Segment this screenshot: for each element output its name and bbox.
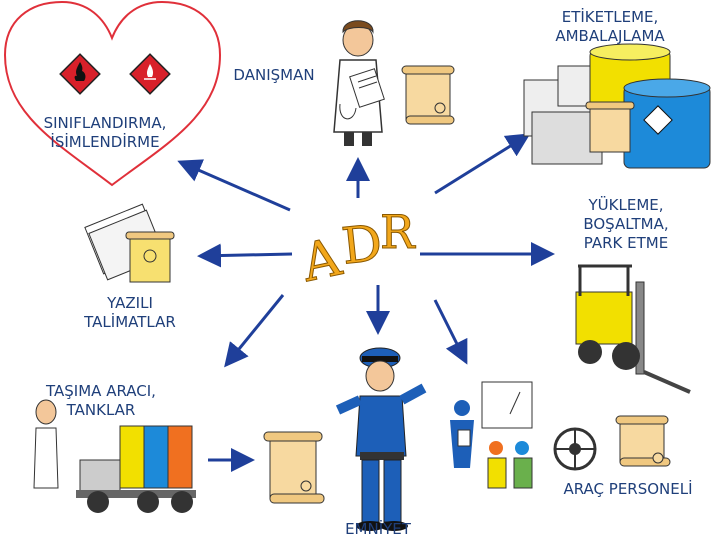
label-emniyet: EMNİYET <box>328 520 428 539</box>
forklift-icon <box>575 264 691 394</box>
label-yazili-line2: TALİMATLAR <box>84 313 176 331</box>
scroll-icon <box>263 431 325 504</box>
label-tasima-line2: TANKLAR <box>66 401 136 419</box>
svg-text:A: A <box>296 227 348 294</box>
heart-icon <box>3 0 222 187</box>
label-tasima: TAŞIMA ARACI, TANKLAR <box>26 382 176 420</box>
label-etiketleme-line2: AMBALAJLAMA <box>555 27 665 45</box>
label-etiketleme-line1: ETİKETLEME, <box>561 8 659 26</box>
label-danisman-line1: DANIŞMAN <box>233 66 315 84</box>
flammable-label-icon <box>129 53 171 95</box>
presenter-icon <box>450 381 533 489</box>
consultant-icon <box>333 20 385 146</box>
notebook-icon <box>84 203 175 283</box>
label-yukleme-line1: YÜKLEME, <box>588 196 664 214</box>
arrow-to-tasima <box>224 294 285 368</box>
label-personel: ARAÇ PERSONELİ <box>548 480 708 499</box>
label-yukleme: YÜKLEME, BOŞALTMA, PARK ETME <box>566 196 686 253</box>
adr-title: A D R <box>296 205 417 295</box>
tank-truck-icon <box>33 399 196 513</box>
label-danisman: DANIŞMAN <box>222 66 326 85</box>
label-personel-line1: ARAÇ PERSONELİ <box>563 480 693 498</box>
arrow-to-etiketleme <box>434 133 531 195</box>
svg-text:R: R <box>380 205 416 259</box>
label-tasima-line1: TAŞIMA ARACI, <box>46 382 156 400</box>
flammable-label-icon <box>59 53 101 95</box>
label-etiketleme: ETİKETLEME, AMBALAJLAMA <box>530 8 690 46</box>
label-yazili: YAZILI TALİMATLAR <box>70 294 190 332</box>
scroll-icon <box>401 65 455 125</box>
arrow-to-personel <box>433 299 468 365</box>
label-emniyet-line1: EMNİYET <box>345 520 411 538</box>
label-siniflandirma-line1: SINIFLANDIRMA, <box>43 114 167 132</box>
label-yazili-line1: YAZILI <box>107 294 153 312</box>
arrow-to-yazili <box>197 243 293 268</box>
police-officer-icon <box>335 347 427 531</box>
arrow-to-siniflandirma <box>177 159 291 212</box>
drum-icon <box>523 43 711 169</box>
scroll-icon <box>615 415 671 467</box>
label-siniflandirma: SINIFLANDIRMA, İSİMLENDİRME <box>10 114 200 152</box>
label-siniflandirma-line2: İSİMLENDİRME <box>50 133 160 151</box>
svg-text:D: D <box>339 214 385 276</box>
label-yukleme-line3: PARK ETME <box>583 234 669 252</box>
label-yukleme-line2: BOŞALTMA, <box>583 215 669 233</box>
steering-wheel-icon <box>553 427 597 471</box>
